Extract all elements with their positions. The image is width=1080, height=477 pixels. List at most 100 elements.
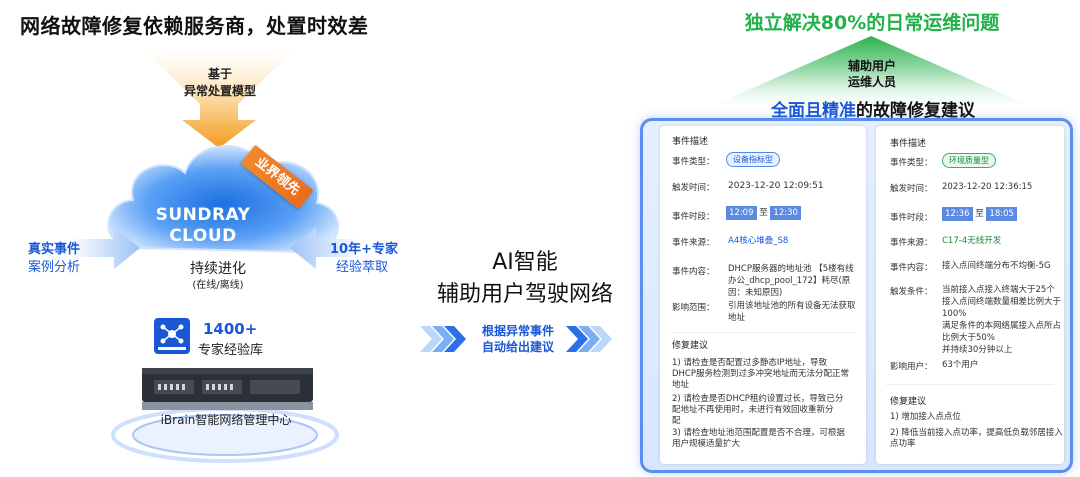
- advice-line: 1) 请检查是否配置过多静态IP地址，导致: [672, 358, 828, 368]
- chevron-right-icon: [420, 326, 466, 352]
- advice-line: 用户规模适量扩大: [672, 439, 741, 449]
- event-type-tag: 环境质量型: [942, 153, 996, 168]
- repair-advice-title: 修复建议: [672, 341, 709, 351]
- orange-funnel-arrow: [138, 44, 300, 148]
- content-label: 事件内容：: [672, 267, 715, 277]
- impact-value: 引用该地址池的所有设备无法获取 地址: [728, 300, 856, 324]
- trigger-condition-label: 触发条件：: [890, 287, 933, 297]
- funnel-label-line-2: 异常处置模型: [183, 84, 256, 98]
- event-type-label: 事件类型：: [672, 157, 715, 167]
- period-start: 12:09: [726, 206, 757, 220]
- funnel-label-line-1: 基于: [207, 67, 232, 81]
- content-line: 办公_dhcp_pool_172】耗尽(原: [728, 276, 851, 286]
- assist-label: 辅助用户 运维人员: [812, 58, 932, 90]
- condition-line: 100%: [942, 309, 967, 319]
- advice-item-1: 1) 请检查是否配置过多静态IP地址，导致 DHCP服务检测到过多冲突地址而无法…: [672, 358, 849, 391]
- advice-line: 2) 降低当前接入点功率，提高低负载邻居接入: [890, 428, 1063, 438]
- condition-line: 比例大于50%: [942, 333, 995, 343]
- left-side-subtitle: 案例分析: [28, 260, 81, 275]
- trigger-time-label: 触发时间：: [672, 183, 715, 193]
- period-label: 事件时段：: [672, 212, 715, 222]
- condition-line: 当前接入点接入终端大于25个: [942, 285, 1055, 295]
- content-value: 接入点间终端分布不均衡-5G: [942, 261, 1051, 271]
- advice-line: 地址: [672, 380, 690, 390]
- middle-caption-line-1: 根据异常事件: [481, 324, 554, 338]
- advice-line: 2) 请检查是否DHCP租约设置过长，导致已分: [672, 394, 844, 404]
- source-label: 事件来源：: [672, 238, 715, 248]
- left-headline: 网络故障修复依赖服务商，处置时效差: [20, 14, 369, 38]
- event-description-title: 事件描述: [672, 137, 709, 147]
- period-end: 18:05: [986, 207, 1017, 221]
- content-line: DHCP服务器的地址池 【5楼有线: [728, 264, 854, 274]
- condition-line: 接入点间终端数量相差比例大于: [942, 297, 1062, 307]
- content-line: 因：未知原因): [728, 288, 783, 298]
- trigger-condition-value: 当前接入点接入终端大于25个 接入点间终端数量相差比例大于 100% 满足条件的…: [942, 284, 1061, 356]
- impact-line: 引用该地址池的所有设备无法获取: [728, 301, 856, 311]
- server-appliance-icon: [142, 368, 313, 410]
- source-link[interactable]: A4核心堆叠_S8: [728, 236, 789, 246]
- knowledge-base-count: 1400+: [203, 320, 258, 338]
- period-value: 12:09 至 12:30: [726, 206, 801, 220]
- advice-item-2: 2) 降低当前接入点功率，提高低负载邻居接入 点功率: [890, 428, 1063, 450]
- ai-subheadline: 辅助用户驾驶网络: [436, 282, 613, 307]
- advice-line: 配地址不再使用时，未进行有效回收重新分: [672, 405, 834, 415]
- divider: [670, 332, 856, 333]
- knowledge-base-label: 专家经验库: [198, 343, 264, 358]
- impact-line: 地址: [728, 313, 746, 323]
- advice-item-1: 1) 增加接入点点位: [890, 412, 961, 422]
- trigger-time-value: 2023-12-20 12:09:51: [728, 181, 824, 191]
- source-link[interactable]: C17-4无线开发: [942, 236, 1002, 246]
- right-subtitle-highlight: 全面且精准: [771, 101, 856, 121]
- content-label: 事件内容：: [890, 263, 933, 273]
- event-card-environment: 事件描述 事件类型： 环境质量型 触发时间： 2023-12-20 12:36:…: [876, 126, 1064, 464]
- right-headline: 独立解决80%的日常运维问题: [744, 12, 1000, 34]
- period-value: 12:36 至 18:05: [942, 207, 1017, 221]
- funnel-label: 基于 异常处置模型: [150, 66, 290, 100]
- advice-line: 配: [672, 416, 681, 426]
- advice-line: 3) 请检查地址池范围配置是否不合理，可根据: [672, 428, 845, 438]
- period-to: 至: [975, 209, 984, 219]
- right-side-title: 10年+专家: [330, 242, 398, 257]
- assist-label-line-2: 运维人员: [847, 75, 896, 89]
- source-label: 事件来源：: [890, 238, 933, 248]
- middle-caption-line-2: 自动给出建议: [481, 340, 554, 354]
- period-label: 事件时段：: [890, 213, 933, 223]
- repair-advice-title: 修复建议: [890, 397, 927, 407]
- impact-label: 影响范围：: [672, 303, 715, 313]
- divider: [886, 384, 1054, 385]
- assist-label-line-1: 辅助用户: [847, 59, 896, 73]
- period-to: 至: [759, 208, 768, 218]
- advice-line: 点功率: [890, 439, 916, 449]
- trigger-time-value: 2023-12-20 12:36:15: [942, 182, 1033, 192]
- knowledge-base-icon: [154, 318, 190, 354]
- ai-headline: AI智能: [492, 250, 558, 275]
- advice-line: DHCP服务检测到过多冲突地址而无法分配正常: [672, 369, 849, 379]
- affected-users-value: 63个用户: [942, 360, 979, 370]
- content-value: DHCP服务器的地址池 【5楼有线 办公_dhcp_pool_172】耗尽(原 …: [728, 263, 854, 299]
- management-center-label: iBrain智能网络管理中心: [160, 413, 292, 427]
- affected-users-label: 影响用户：: [890, 362, 933, 372]
- trigger-time-label: 触发时间：: [890, 184, 933, 194]
- left-inward-arrow-icon: [70, 227, 140, 269]
- evolve-label: 持续进化: [190, 261, 246, 277]
- advice-item-2: 2) 请检查是否DHCP租约设置过长，导致已分 配地址不再使用时，未进行有效回收…: [672, 394, 843, 427]
- right-subtitle: 全面且精准的故障修复建议: [728, 96, 1018, 121]
- cloud-title: SUNDRAY CLOUD: [138, 205, 268, 247]
- event-type-tag: 设备指标型: [726, 152, 780, 167]
- condition-line: 并持续30分钟以上: [942, 345, 1013, 355]
- event-type-label: 事件类型：: [890, 158, 933, 168]
- right-subtitle-rest: 的故障修复建议: [856, 101, 975, 121]
- right-side-subtitle: 经验萃取: [336, 260, 389, 275]
- period-start: 12:36: [942, 207, 973, 221]
- period-end: 12:30: [770, 206, 801, 220]
- evolve-sub-label: (在线/离线): [192, 280, 244, 291]
- cloud-title-line-2: CLOUD: [169, 226, 237, 246]
- event-description-title: 事件描述: [890, 139, 927, 149]
- cloud-title-line-1: SUNDRAY: [155, 205, 251, 225]
- left-side-title: 真实事件: [28, 242, 81, 257]
- right-inward-arrow-icon: [290, 227, 360, 269]
- chevron-right-icon: [566, 326, 612, 352]
- advice-item-3: 3) 请检查地址池范围配置是否不合理，可根据 用户规模适量扩大: [672, 428, 845, 450]
- event-card-device: 事件描述 事件类型： 设备指标型 触发时间： 2023-12-20 12:09:…: [660, 126, 866, 464]
- green-upward-arrow: [716, 36, 1026, 109]
